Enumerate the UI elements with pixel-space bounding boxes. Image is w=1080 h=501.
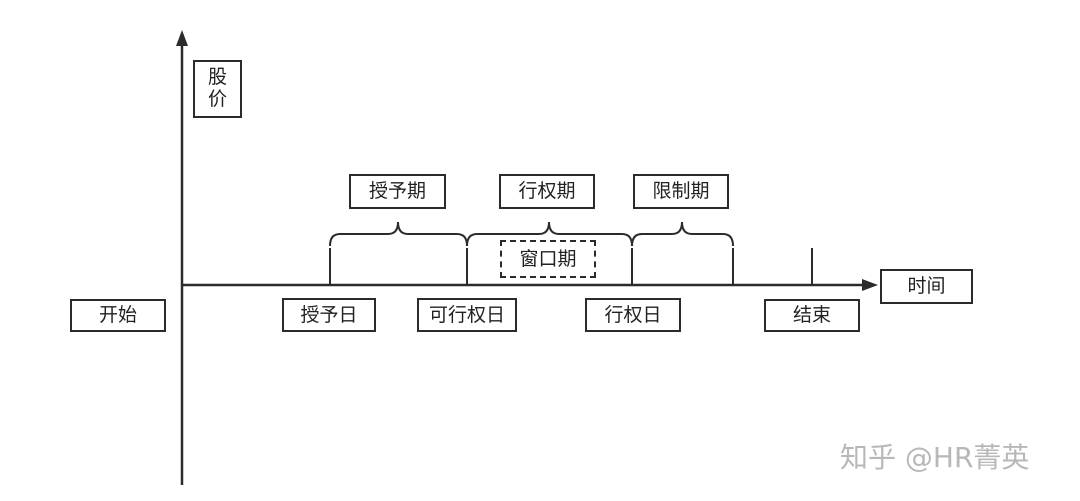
y-axis-arrowhead (176, 30, 188, 46)
brace-grant-period (329, 221, 468, 247)
restriction-period-label: 限制期 (633, 174, 729, 209)
exercise-date-label: 行权日 (585, 298, 681, 332)
exercise-period-label: 行权期 (499, 174, 595, 209)
y-axis-label-line-2: 价 (207, 88, 227, 110)
y-axis-label-line-1: 股 (207, 66, 227, 89)
brace-restriction-period (631, 221, 734, 247)
start-label: 开始 (70, 299, 166, 332)
watermark: 知乎 @HR菁英 (840, 441, 1030, 474)
vesting-date-label: 可行权日 (417, 298, 517, 332)
x-axis-arrowhead (862, 279, 878, 291)
x-axis-label: 时间 (880, 269, 973, 304)
brace-exercise-period (466, 221, 633, 247)
end-label: 结束 (764, 299, 860, 332)
y-axis-label: 股 价 (193, 60, 242, 118)
grant-date-label: 授予日 (282, 298, 376, 332)
grant-period-label: 授予期 (349, 174, 446, 209)
window-period-label: 窗口期 (500, 240, 596, 278)
